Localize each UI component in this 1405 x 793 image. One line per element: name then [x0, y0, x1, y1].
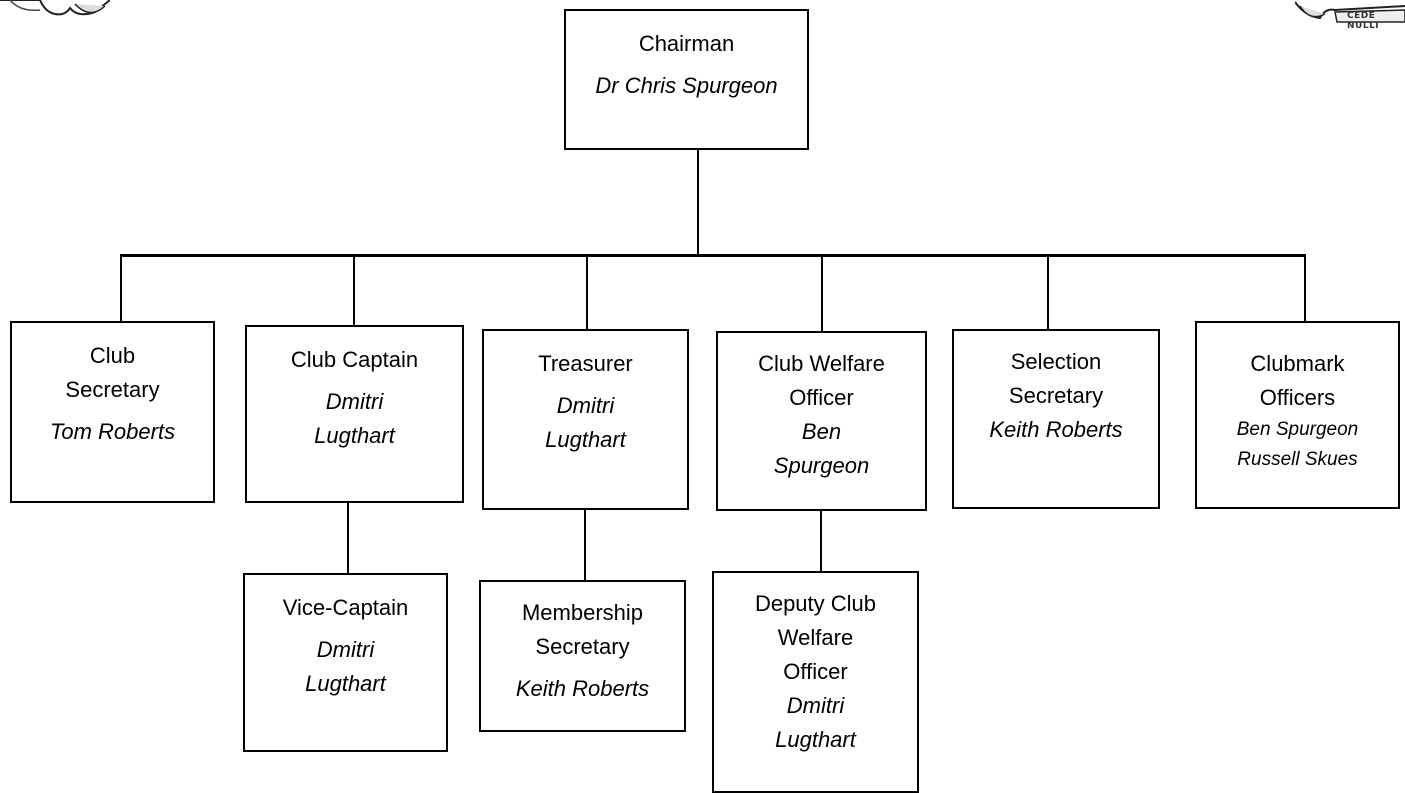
connector-treasurer [586, 254, 588, 330]
club-secretary-box: Club Secretary Tom Roberts [10, 321, 215, 503]
connector-secretary [120, 254, 122, 322]
officer-bus-line [120, 254, 1306, 257]
officer-name-line: Russell Skues [1237, 449, 1358, 470]
chairman-role: Chairman [638, 31, 735, 56]
deputy-role-line: Vice-Captain [282, 595, 409, 620]
connector-welfare [821, 254, 823, 332]
officer-name-line: Lugthart [545, 427, 626, 452]
officer-name-line: Spurgeon [773, 453, 870, 478]
officer-role-line: Clubmark [1250, 351, 1345, 376]
deputy-name-line: Lugthart [775, 727, 856, 752]
crest-motto: CEDE NULLI [1347, 11, 1380, 30]
deputy-role-line: Officer [783, 659, 848, 684]
club-crest-right: CEDE NULLI [1295, 0, 1405, 30]
chairman-connector [697, 148, 699, 256]
clubmark-officers-box: Clubmark Officers Ben Spurgeon Russell S… [1195, 321, 1400, 509]
club-welfare-officer-box: Club Welfare Officer Ben Spurgeon [716, 331, 927, 511]
deputy-role-line: Deputy Club [754, 591, 877, 616]
officer-role-line: Club Captain [290, 347, 419, 372]
officer-name-line: Keith Roberts [989, 417, 1123, 442]
deputy-role-line: Membership [521, 600, 644, 625]
officer-name-line: Dmitri [325, 389, 384, 414]
officer-name-line: Ben [801, 419, 842, 444]
officer-role-line: Club [89, 343, 136, 368]
officer-role-line: Secretary [1008, 383, 1104, 408]
deputy-name-line: Dmitri [786, 693, 845, 718]
deputy-role-line: Welfare [777, 625, 854, 650]
deputy-name-line: Keith Roberts [515, 676, 650, 701]
club-captain-box: Club Captain Dmitri Lugthart [245, 325, 464, 503]
officer-role-line: Treasurer [538, 351, 633, 376]
vice-captain-box: Vice-Captain Dmitri Lugthart [243, 573, 448, 752]
officer-role-line: Club Welfare [758, 351, 885, 376]
club-crest-left [0, 0, 110, 30]
connector-captain [353, 254, 355, 326]
officer-role-line: Officers [1259, 385, 1336, 410]
selection-secretary-box: Selection Secretary Keith Roberts [952, 329, 1160, 509]
connector-vice-captain [347, 502, 349, 574]
officer-name-line: Lugthart [314, 423, 395, 448]
connector-deputy-welfare [820, 510, 822, 572]
officer-role-line: Secretary [65, 377, 160, 402]
membership-secretary-box: Membership Secretary Keith Roberts [479, 580, 686, 732]
deputy-name-line: Dmitri [316, 637, 375, 662]
deputy-club-welfare-officer-box: Deputy Club Welfare Officer Dmitri Lugth… [712, 571, 919, 793]
officer-role-line: Selection [1010, 349, 1102, 374]
treasurer-box: Treasurer Dmitri Lugthart [482, 329, 689, 510]
connector-membership [584, 509, 586, 581]
officer-name-line: Dmitri [556, 393, 615, 418]
deputy-name-line: Lugthart [305, 671, 386, 696]
deputy-role-line: Secretary [535, 634, 630, 659]
chairman-box: Chairman Dr Chris Spurgeon [564, 9, 809, 150]
officer-role-line: Officer [789, 385, 854, 410]
officer-name-line: Ben Spurgeon [1236, 419, 1359, 440]
chairman-name: Dr Chris Spurgeon [595, 73, 778, 98]
officer-name-line: Tom Roberts [49, 419, 176, 444]
connector-selection [1047, 256, 1049, 330]
connector-clubmark [1304, 256, 1306, 322]
